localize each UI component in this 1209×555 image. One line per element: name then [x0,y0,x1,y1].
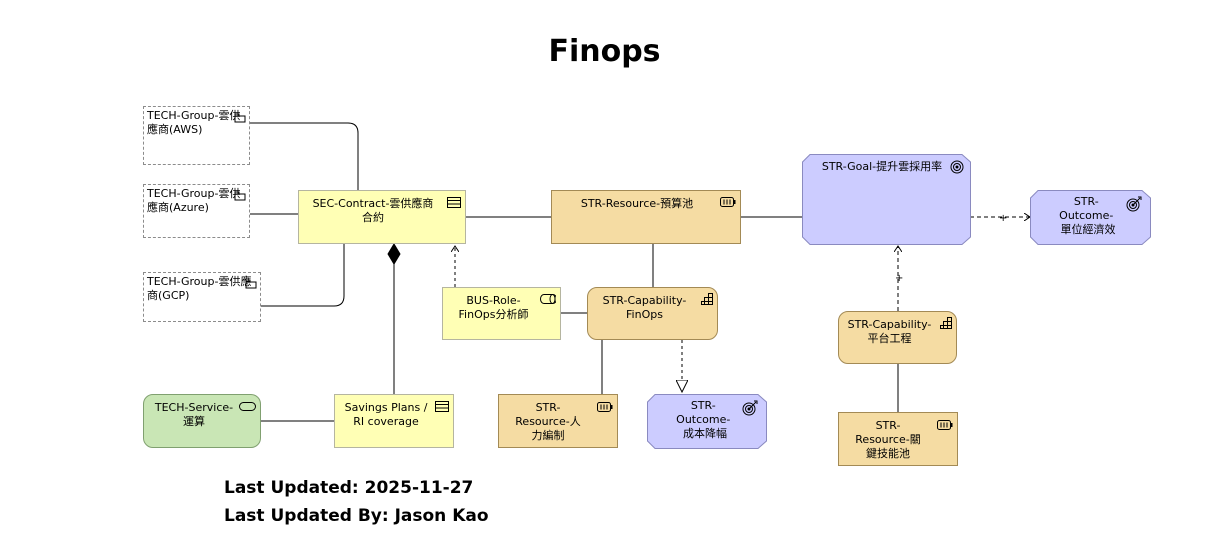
service-icon [239,402,256,411]
str-outcome-unit-node[interactable]: STR- Outcome- 單位經濟效 [1030,190,1151,245]
str-goal-label: STR-Goal-提升雲採用率 [822,159,942,173]
contract-icon [435,401,449,412]
str-capability-finops-node[interactable]: STR-Capability- FinOps [587,287,718,340]
tech-service-node[interactable]: TECH-Service- 運算 [143,394,261,448]
tech-group-azure-label: TECH-Group-雲供應商(Azure) [147,187,241,214]
str-outcome-unit-line3: 單位經濟效 [1061,222,1116,236]
last-updated-by: Last Updated By: Jason Kao [224,506,489,526]
tech-group-gcp[interactable]: TECH-Group-雲供應商(GCP) [143,272,261,322]
goal-icon [950,160,964,174]
str-outcome-cost-line3: 成本降幅 [683,426,727,440]
str-resource-skills-node[interactable]: STR- Resource-關 鍵技能池 [838,412,958,466]
outcome-icon [1126,196,1142,212]
line-aws-contract [250,122,359,190]
str-resource-budget-label: STR-Resource-預算池 [580,197,694,210]
str-resource-skills-label: STR- Resource-關 鍵技能池 [855,419,921,460]
outcome-icon [742,400,758,416]
str-outcome-unit-line1: STR- [1074,195,1099,208]
tech-group-gcp-label: TECH-Group-雲供應商(GCP) [147,275,252,302]
group-icon [234,113,246,123]
tech-group-aws[interactable]: TECH-Group-雲供應商(AWS) [143,106,250,165]
group-icon [245,279,257,289]
str-outcome-cost-node[interactable]: STR- Outcome- 成本降幅 [647,394,767,449]
str-goal-node[interactable]: STR-Goal-提升雲採用率 [802,154,971,245]
savings-plans-node[interactable]: Savings Plans / RI coverage [334,394,454,448]
tech-service-label: TECH-Service- 運算 [154,401,234,428]
contract-icon [447,197,461,208]
bus-role-node[interactable]: BUS-Role- FinOps分析師 [442,287,561,340]
sec-contract-node[interactable]: SEC-Contract-雲供應商 合約 [298,190,466,244]
str-outcome-cost-line2: Outcome- [676,413,730,426]
str-outcome-cost-line1: STR- [691,399,716,412]
resource-icon [720,197,736,207]
str-outcome-unit-line2: Outcome- [1059,209,1113,222]
str-resource-staff-node[interactable]: STR- Resource-人 力編制 [498,394,618,448]
str-capability-platform-node[interactable]: STR-Capability- 平台工程 [838,311,957,364]
last-updated: Last Updated: 2025-11-27 [224,478,474,498]
influence-plus-platform-goal: + [895,273,903,284]
bus-role-label: BUS-Role- FinOps分析師 [458,294,529,321]
composition-diamond [387,243,401,265]
sec-contract-label: SEC-Contract-雲供應商 合約 [312,197,434,224]
line-gcp-contract [261,244,345,307]
savings-plans-label: Savings Plans / RI coverage [344,401,428,428]
svg-text:STR- Outcome- 成本降幅: STR- Outcome- 成本降幅 [676,399,734,440]
str-capability-platform-label: STR-Capability- 平台工程 [847,318,932,345]
resource-icon [937,420,953,430]
role-icon [540,294,556,304]
group-icon [234,191,246,201]
tech-group-azure[interactable]: TECH-Group-雲供應商(Azure) [143,184,250,238]
resource-icon [597,402,613,412]
capability-icon [940,317,952,329]
influence-plus-goal-outcome: + [999,213,1007,224]
diagram-title: Finops [548,34,661,69]
str-resource-budget-node[interactable]: STR-Resource-預算池 [551,190,741,244]
str-capability-finops-label: STR-Capability- FinOps [602,294,687,321]
str-resource-staff-label: STR- Resource-人 力編制 [515,401,581,442]
capability-icon [701,293,713,305]
tech-group-aws-label: TECH-Group-雲供應商(AWS) [147,109,241,136]
svg-text:STR- Outcome- 單位經濟效: STR- Outcome- 單位經濟效 [1059,195,1117,236]
